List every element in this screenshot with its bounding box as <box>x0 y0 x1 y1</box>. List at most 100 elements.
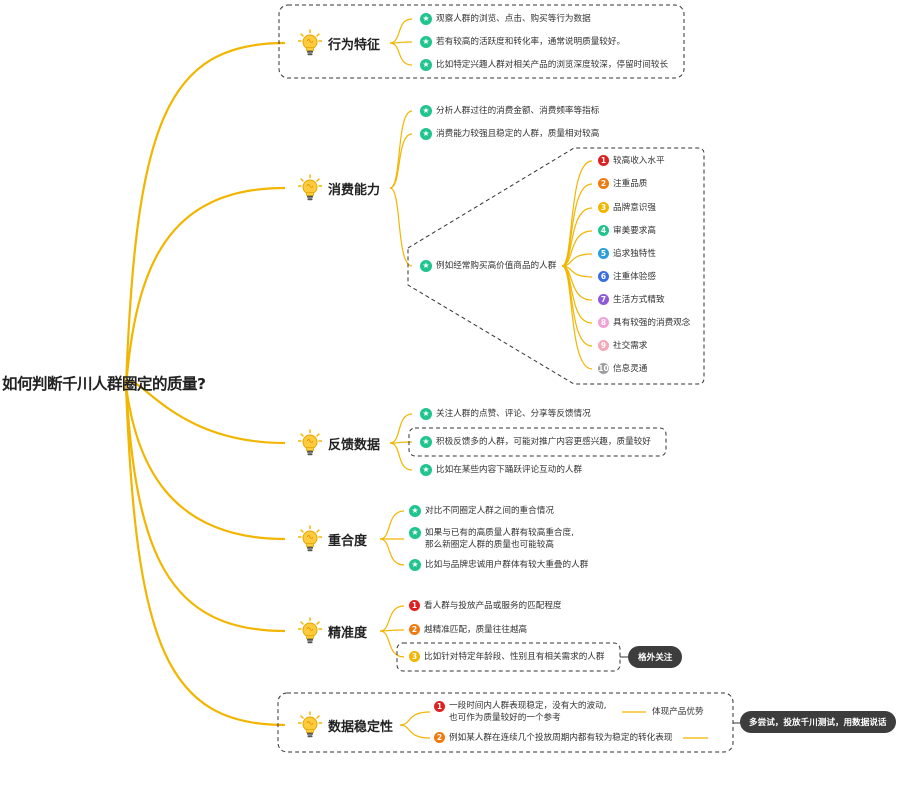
leaf-item: 1 看人群与投放产品或服务的匹配程度 <box>409 600 562 612</box>
star-icon: ★ <box>420 128 432 140</box>
number-circle-icon: 1 <box>409 600 420 611</box>
leaf-item: ★ 消费能力较强且稳定的人群，质量相对较高 <box>420 128 599 140</box>
number-circle-icon: 5 <box>598 248 609 259</box>
leaf-text: 较高收入水平 <box>613 156 665 166</box>
branch-label: 重合度 <box>328 533 368 549</box>
leaf-text: 比如针对特定年龄段、性别且有相关需求的人群 <box>424 652 605 662</box>
leaf-connector <box>399 711 431 726</box>
leaf-text: 具有较强的消费观念 <box>613 318 691 328</box>
leaf-text: 若有较高的活跃度和转化率，通常说明质量较好。 <box>436 37 626 47</box>
leaf-connector <box>389 18 413 44</box>
leaf-text: 比如在某些内容下踊跃评论互动的人群 <box>436 465 583 475</box>
root-connector <box>124 380 286 445</box>
leaf-connector <box>389 442 413 471</box>
focus-tag-pill: 格外关注 <box>628 646 683 668</box>
leaf-connector <box>389 413 413 444</box>
leaf-item: 2 例如某人群在连续几个投放周期内都有较为稳定的转化表现 <box>434 732 672 744</box>
leaf-item: 1 一段时间内人群表现稳定，没有大的波动, 也可作为质量较好的一个参考 <box>434 700 606 724</box>
star-icon: ★ <box>420 59 432 71</box>
leaf-text: 一段时间内人群表现稳定，没有大的波动, 也可作为质量较好的一个参考 <box>449 701 607 723</box>
number-circle-icon: 2 <box>409 624 420 635</box>
leaf-connector <box>389 187 413 267</box>
lightbulb-icon <box>297 429 323 457</box>
dashed-group-frame <box>408 427 667 457</box>
branch-label: 数据稳定性 <box>328 719 394 735</box>
leaf-text: 观察人群的浏览、点击、购买等行为数据 <box>436 14 591 24</box>
lightbulb-icon <box>297 525 323 553</box>
leaf-item: ★比如在某些内容下踊跃评论互动的人群 <box>420 464 582 476</box>
number-circle-icon: 3 <box>409 651 420 662</box>
leaf-connector <box>389 133 413 189</box>
leaf-text: 分析人群过往的消费金额、消费频率等指标 <box>436 106 600 116</box>
lightbulb-icon <box>297 29 323 57</box>
branch-node[interactable]: 反馈数据 <box>297 429 380 457</box>
dashed-group-frame <box>396 642 621 672</box>
root-connector <box>124 186 286 387</box>
lightbulb-icon <box>297 617 323 645</box>
note-label: 体现产品优势 <box>652 707 704 717</box>
leaf-item: ★ 若有较高的活跃度和转化率，通常说明质量较好。 <box>420 36 625 48</box>
dashed-group-frame <box>278 4 685 79</box>
number-circle-icon: 8 <box>598 317 609 328</box>
leaf-text: 信息灵通 <box>613 364 648 374</box>
root-connector <box>124 41 286 387</box>
leaf-text: 生活方式精致 <box>613 295 665 305</box>
leaf-connector <box>389 42 413 66</box>
lightbulb-icon <box>297 174 323 202</box>
leaf-item: ★关注人群的点赞、评论、分享等反馈情况 <box>420 408 591 420</box>
branch-label: 消费能力 <box>328 182 381 198</box>
star-icon: ★ <box>409 505 421 517</box>
leaf-text: 积极反馈多的人群，可能对推广内容更感兴趣，质量较好 <box>436 437 651 447</box>
leaf-connector <box>561 160 593 267</box>
root-connector <box>124 385 286 633</box>
leaf-text: 例如某人群在连续几个投放周期内都有较为稳定的转化表现 <box>449 733 673 743</box>
star-icon: ★ <box>420 13 432 25</box>
leaf-item: ★例如经常购买高价值商品的人群 <box>420 260 556 272</box>
lightbulb-icon <box>297 711 323 739</box>
branch-node[interactable]: 精准度 <box>297 617 367 645</box>
leaf-item: 8 具有较强的消费观念 <box>598 317 690 329</box>
leaf-text: 看人群与投放产品或服务的匹配程度 <box>424 601 562 611</box>
leaf-connector <box>379 630 405 658</box>
leaf-text: 如果与已有的高质量人群有较高重合度, 那么新圈定人群的质量也可能较高 <box>425 528 574 550</box>
star-icon: ★ <box>409 559 421 571</box>
branch-node[interactable]: 消费能力 <box>297 174 381 202</box>
star-icon: ★ <box>420 105 432 117</box>
root-connector <box>124 385 286 541</box>
number-circle-icon: 1 <box>434 701 445 712</box>
branch-node[interactable]: 数据稳定性 <box>297 711 394 739</box>
leaf-text: 追求独特性 <box>613 249 656 259</box>
leaf-text: 注重品质 <box>613 179 648 189</box>
leaf-connector <box>561 265 593 347</box>
leaf-item: 7 生活方式精致 <box>598 294 665 306</box>
star-icon: ★ <box>409 527 421 539</box>
number-circle-icon: 7 <box>598 294 609 305</box>
number-circle-icon: 2 <box>434 732 445 743</box>
leaf-item: ★比如特定兴趣人群对相关产品的浏览深度较深，停留时间较长 <box>420 59 668 71</box>
star-icon: ★ <box>420 408 432 420</box>
leaf-connector <box>399 724 431 739</box>
dashed-group-frame <box>407 147 705 385</box>
branch-node[interactable]: 行为特征 <box>297 29 380 57</box>
leaf-item: 2 越精准匹配，质量往往越高 <box>409 624 527 636</box>
root-title: 如何判断千川人群圈定的质量? <box>2 375 206 393</box>
number-circle-icon: 4 <box>598 225 609 236</box>
leaf-text: 越精准匹配，质量往往越高 <box>424 625 528 635</box>
leaf-text: 注重体验感 <box>613 272 656 282</box>
star-icon: ★ <box>420 36 432 48</box>
number-circle-icon: 3 <box>598 202 609 213</box>
leaf-text: 消费能力较强且稳定的人群，质量相对较高 <box>436 129 600 139</box>
leaf-item: ★对比不同圈定人群之间的重合情况 <box>409 505 554 517</box>
leaf-item: ★ 分析人群过往的消费金额、消费频率等指标 <box>420 105 599 117</box>
leaf-connector <box>561 253 593 267</box>
branch-node[interactable]: 重合度 <box>297 525 368 553</box>
advice-tag-pill: 多尝试，投放千川测试，用数据说话 <box>740 711 896 733</box>
root-connector <box>124 385 286 727</box>
leaf-connector <box>379 538 405 566</box>
